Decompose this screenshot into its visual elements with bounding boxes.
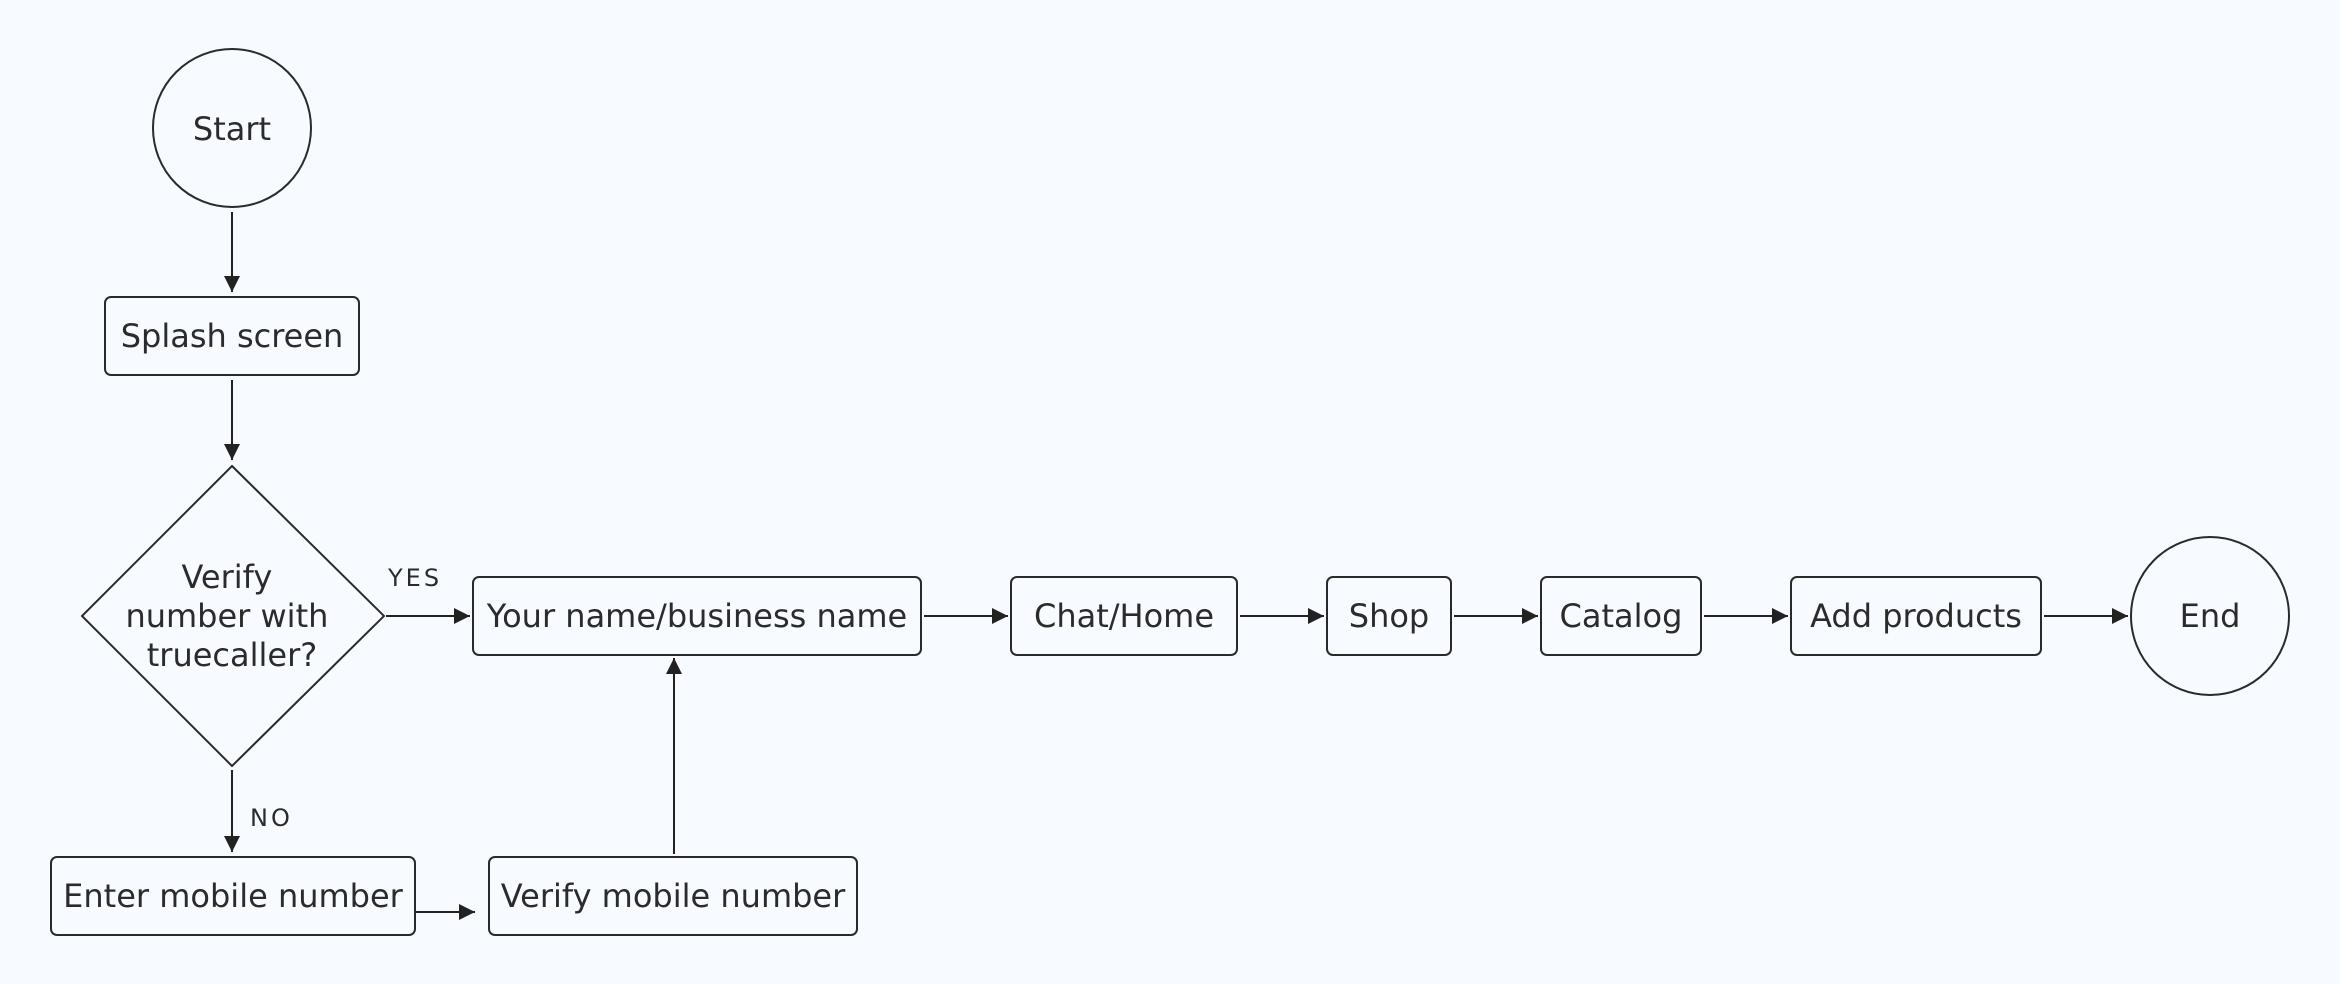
end-label: End bbox=[2180, 597, 2241, 635]
no-label: NO bbox=[250, 804, 293, 832]
your-name-business-name-label: Your name/business name bbox=[486, 597, 907, 635]
end-node: End bbox=[2130, 536, 2290, 696]
start-node: Start bbox=[152, 48, 312, 208]
add-products-label: Add products bbox=[1810, 597, 2022, 635]
yes-label: YES bbox=[387, 564, 442, 592]
chat-home-node: Chat/Home bbox=[1010, 576, 1238, 656]
decision-label: Verify number with truecaller? bbox=[125, 558, 338, 674]
verify-mobile-number-node: Verify mobile number bbox=[488, 856, 858, 936]
connectors bbox=[224, 212, 2128, 920]
start-label: Start bbox=[193, 110, 271, 148]
decision-label-line-3: truecaller? bbox=[147, 636, 317, 674]
verify-truecaller-decision: Verify number with truecaller? bbox=[80, 464, 386, 768]
shop-node: Shop bbox=[1326, 576, 1452, 656]
decision-label-line-2: number with bbox=[125, 597, 328, 635]
your-name-business-name-node: Your name/business name bbox=[472, 576, 922, 656]
shop-label: Shop bbox=[1349, 597, 1429, 635]
splash-screen-node: Splash screen bbox=[104, 296, 360, 376]
catalog-node: Catalog bbox=[1540, 576, 1702, 656]
enter-mobile-number-label: Enter mobile number bbox=[63, 877, 404, 915]
chat-home-label: Chat/Home bbox=[1034, 597, 1214, 635]
verify-mobile-number-label: Verify mobile number bbox=[501, 877, 846, 915]
catalog-label: Catalog bbox=[1560, 597, 1683, 635]
decision-label-line-1: Verify bbox=[182, 558, 273, 596]
add-products-node: Add products bbox=[1790, 576, 2042, 656]
enter-mobile-number-node: Enter mobile number bbox=[50, 856, 416, 936]
splash-screen-label: Splash screen bbox=[121, 317, 344, 355]
